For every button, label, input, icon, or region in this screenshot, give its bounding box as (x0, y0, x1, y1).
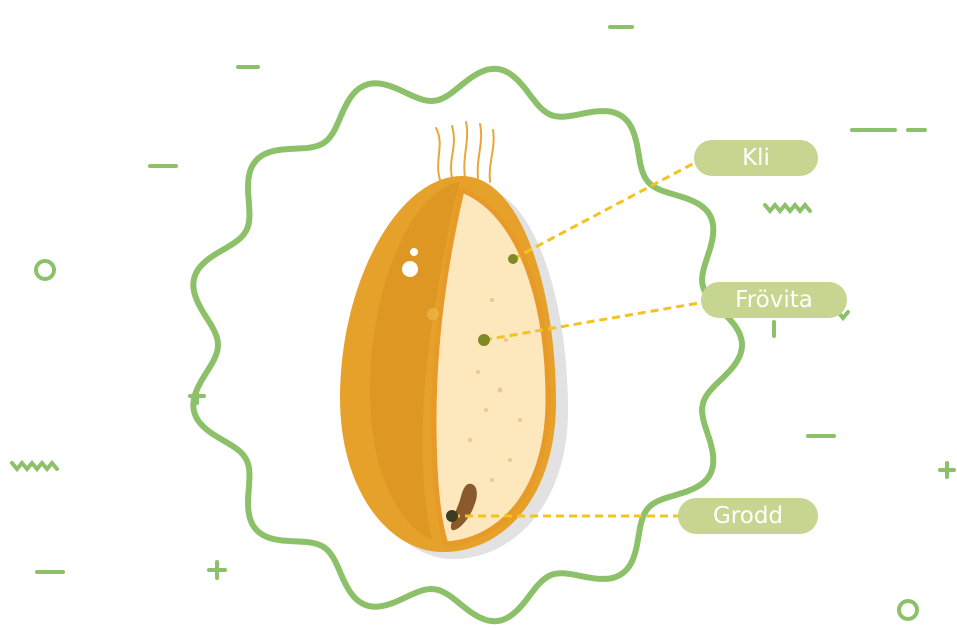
leader-line-bran (513, 160, 700, 259)
label-germ: Grodd (678, 498, 818, 534)
plus-icon (209, 562, 225, 578)
label-endosperm: Frövita (701, 282, 847, 318)
marker-dot-germ (446, 510, 458, 522)
label-bran: Kli (694, 140, 818, 176)
circle-icon (899, 601, 917, 619)
label-germ-text: Grodd (713, 503, 783, 529)
wheat-grain (340, 122, 568, 559)
wave-icon (765, 205, 810, 211)
label-endosperm-text: Frövita (735, 287, 813, 313)
grain-highlight (410, 248, 418, 256)
marker-dot-endosperm (478, 334, 490, 346)
circle-icon (36, 261, 54, 279)
wave-icon (12, 463, 57, 469)
plus-icon (940, 463, 954, 477)
grain-highlight (402, 261, 418, 277)
grain-hairs (436, 122, 494, 182)
label-bran-text: Kli (742, 145, 770, 171)
marker-dot-bran (508, 254, 518, 264)
